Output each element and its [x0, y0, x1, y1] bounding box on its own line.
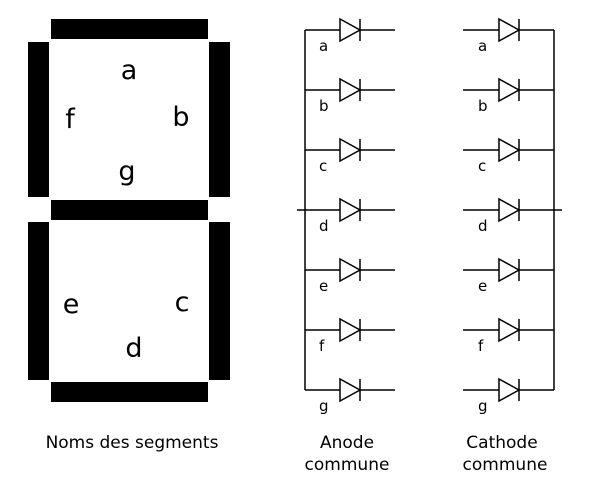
cathode-caption-line1: Cathode: [466, 433, 537, 453]
segment-label-d: d: [125, 333, 142, 364]
cathode-label-c: c: [478, 157, 486, 175]
segment-e: [28, 222, 49, 380]
segment-label-f: f: [65, 104, 76, 135]
anode-label-b: b: [319, 97, 329, 115]
segment-label-e: e: [63, 289, 80, 320]
anode-caption-line2: commune: [305, 455, 390, 475]
cathode-row-a: a: [463, 17, 554, 55]
segment-c: [209, 222, 230, 380]
anode-diode-e: [339, 257, 362, 283]
cathode-label-g: g: [478, 397, 488, 415]
anode-row-g: g: [305, 377, 395, 415]
cathode-label-f: f: [478, 337, 484, 355]
anode-label-e: e: [319, 277, 328, 295]
segment-label-a: a: [121, 55, 138, 86]
segment-label-g: g: [118, 156, 135, 187]
cathode-diode-e: [498, 257, 521, 283]
cathode-caption-line2: commune: [463, 455, 548, 475]
cathode-label-d: d: [478, 217, 488, 235]
segment-label-b: b: [172, 102, 189, 133]
cathode-diode-a: [498, 17, 521, 43]
anode-label-f: f: [319, 337, 325, 355]
anode-row-a: a: [305, 17, 395, 55]
segment-a: [51, 19, 208, 39]
cathode-row-g: g: [463, 377, 554, 415]
anode-label-a: a: [319, 37, 328, 55]
anode-row-f: f: [305, 317, 395, 355]
cathode-label-b: b: [478, 97, 488, 115]
anode-label-g: g: [319, 397, 329, 415]
anode-diode-a: [339, 17, 362, 43]
anode-row-c: c: [305, 137, 395, 175]
anode-diode-c: [339, 137, 362, 163]
display-caption: Noms des segments: [46, 433, 219, 453]
seven-segment-display: a b c d e f g: [28, 19, 230, 402]
cathode-row-b: b: [463, 77, 554, 115]
cathode-label-e: e: [478, 277, 487, 295]
cathode-diode-c: [498, 137, 521, 163]
anode-row-e: e: [305, 257, 395, 295]
cathode-row-d: d: [463, 197, 554, 235]
cathode-diode-g: [498, 377, 521, 403]
cathode-label-a: a: [478, 37, 487, 55]
anode-label-d: d: [319, 217, 329, 235]
anode-diode-d: [339, 197, 362, 223]
segment-label-c: c: [175, 287, 190, 318]
segment-f: [28, 42, 49, 197]
common-cathode-circuit: a b c d e f g: [463, 17, 562, 415]
anode-diode-b: [339, 77, 362, 103]
common-anode-circuit: a b c d e f g: [297, 17, 395, 415]
cathode-row-e: e: [463, 257, 554, 295]
segment-g: [51, 200, 208, 220]
anode-diode-g: [339, 377, 362, 403]
cathode-diode-f: [498, 317, 521, 343]
anode-caption-line1: Anode: [320, 433, 374, 453]
cathode-diode-b: [498, 77, 521, 103]
segment-b: [209, 42, 230, 197]
cathode-diode-d: [498, 197, 521, 223]
anode-label-c: c: [319, 157, 327, 175]
anode-row-b: b: [305, 77, 395, 115]
cathode-row-f: f: [463, 317, 554, 355]
anode-row-d: d: [305, 197, 395, 235]
anode-diode-f: [339, 317, 362, 343]
segment-d: [51, 382, 208, 402]
cathode-row-c: c: [463, 137, 554, 175]
